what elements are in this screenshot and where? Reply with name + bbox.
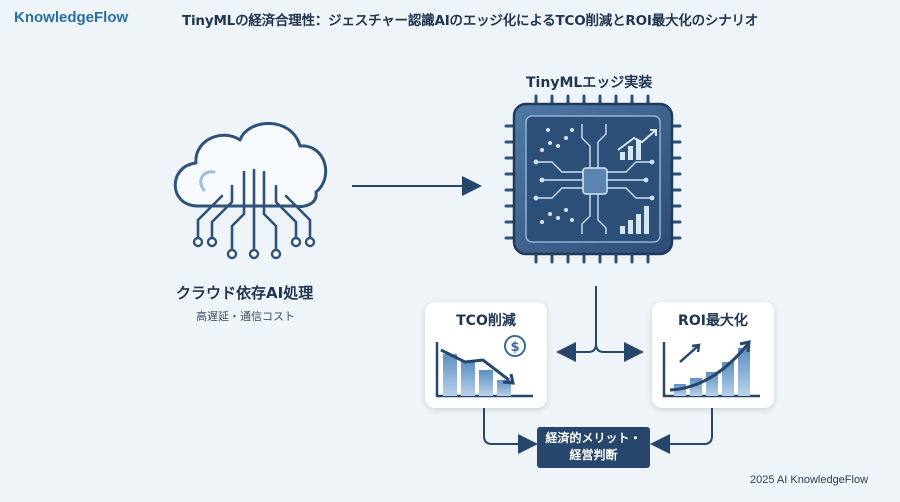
edge-label: TinyMLエッジ実装 — [526, 75, 653, 91]
tco-card-title: TCO削減 — [456, 313, 516, 329]
decision-line-2: 経営判断 — [569, 448, 618, 462]
roi-card: ROI最大化 — [652, 302, 774, 408]
rising-bar-chart-icon — [662, 340, 760, 398]
cloud-sublabel: 高遅延・通信コスト — [196, 310, 295, 323]
footer-copyright: 2025 AI KnowledgeFlow — [750, 474, 869, 486]
dollar-coin-icon: $ — [504, 335, 526, 357]
page-title: TinyMLの経済合理性：ジェスチャー認識AIのエッジ化によるTCO削減とROI… — [182, 13, 759, 29]
cloud-circuit-icon — [173, 122, 328, 260]
cloud-label: クラウド依存AI処理 — [176, 284, 314, 302]
brand-logo: KnowledgeFlow — [14, 9, 129, 26]
tco-card: TCO削減 $ — [425, 302, 547, 408]
declining-bar-chart-icon: $ — [435, 335, 533, 398]
decision-box: 経済的メリット・ 経営判断 — [537, 427, 650, 468]
roi-card-title: ROI最大化 — [678, 313, 748, 329]
decision-line-1: 経済的メリット・ — [545, 431, 642, 445]
microchip-icon — [504, 94, 682, 264]
svg-text:$: $ — [510, 340, 519, 355]
